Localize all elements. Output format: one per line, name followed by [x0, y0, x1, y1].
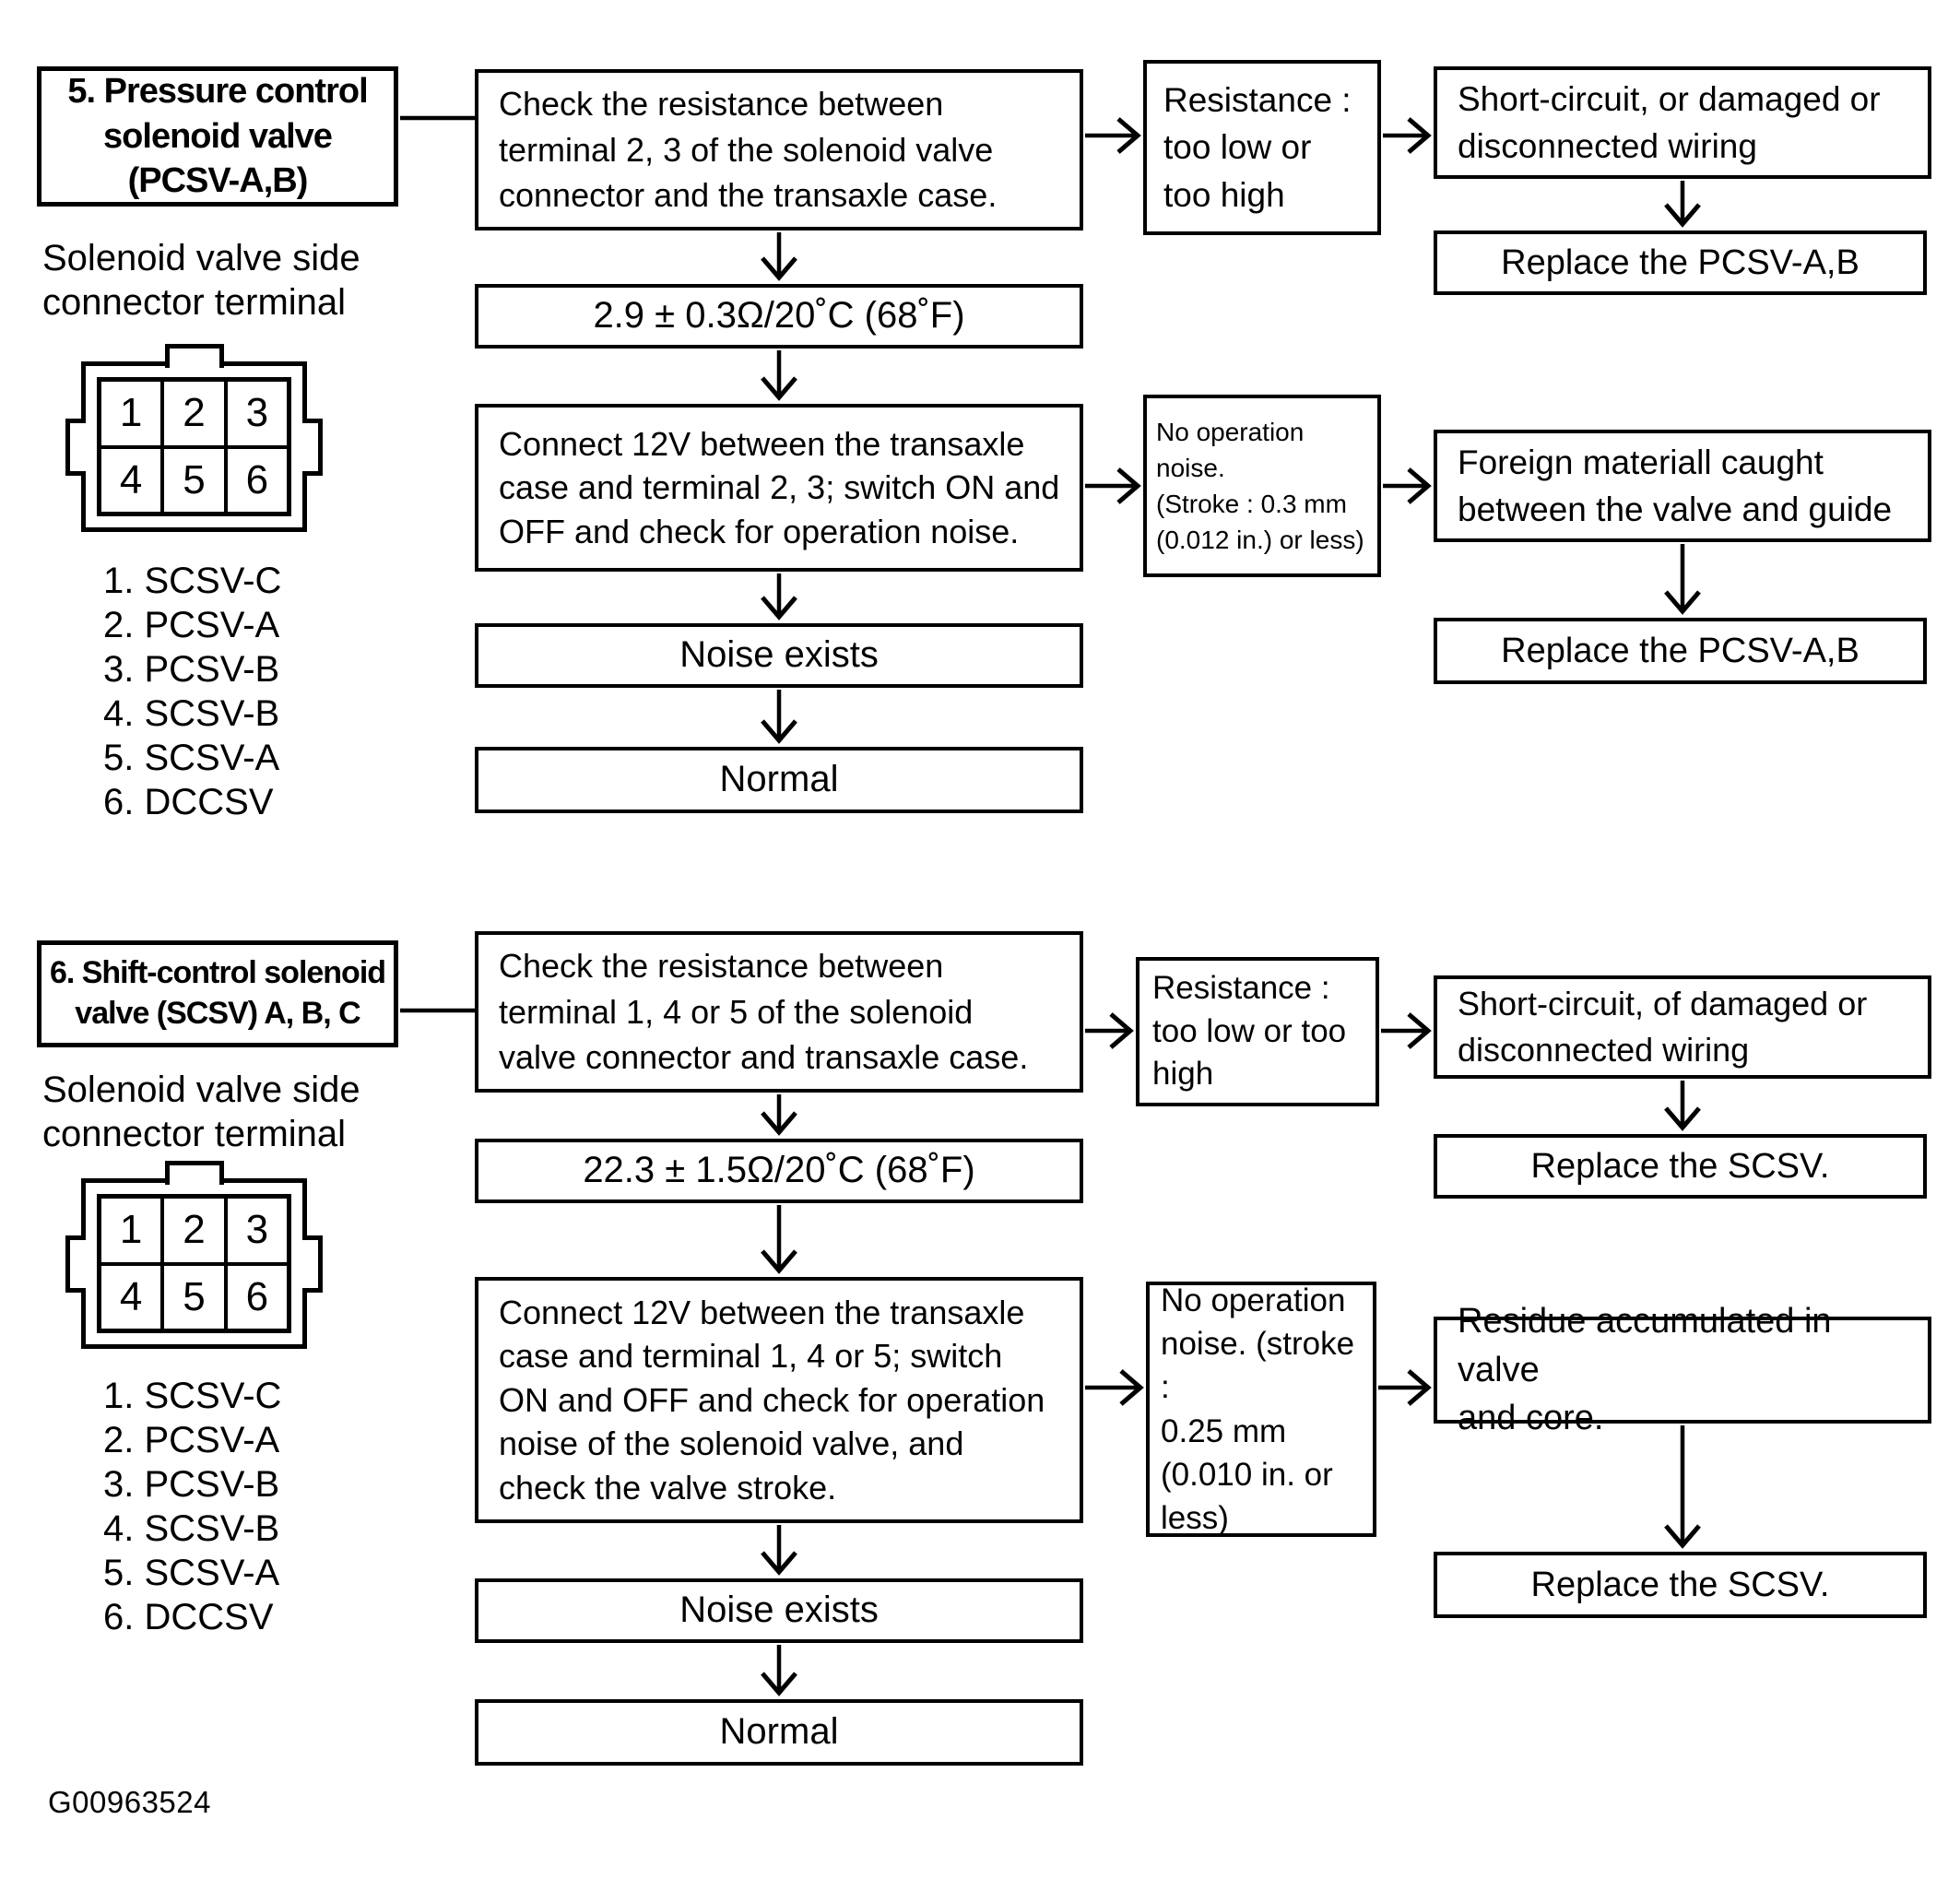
section-6-resistance-spec-box: 22.3 ± 1.5Ω/20˚C (68˚F) — [475, 1139, 1083, 1203]
connector-pin-cell-3: 3 — [225, 1197, 289, 1264]
pin-legend-item: 5. SCSV-A — [103, 1553, 280, 1593]
connector-pin-grid: 1 2 3 4 5 6 — [97, 377, 291, 516]
connector-pin-cell-2: 2 — [162, 380, 226, 447]
section-5-wiring-fault-box: Short-circuit, or damaged or disconnecte… — [1434, 66, 1931, 179]
connector-right-tab — [302, 418, 323, 476]
connector-pin-cell-2: 2 — [162, 1197, 226, 1264]
figure-code: G00963524 — [48, 1785, 211, 1819]
section-5-replace-mechanical-box: Replace the PCSV-A,B — [1434, 618, 1927, 684]
section-5-no-operation-noise-box: No operation noise. (Stroke : 0.3 mm (0.… — [1143, 395, 1381, 577]
connector-pin-cell-4: 4 — [100, 446, 163, 514]
section-6-connect-12v-box: Connect 12V between the transaxle case a… — [475, 1277, 1083, 1523]
section-6-replace-mechanical-box: Replace the SCSV. — [1434, 1552, 1927, 1618]
section-6-mechanical-fault-box: Residue accumulated in valve and core. — [1434, 1302, 1931, 1437]
section-5-replace-wiring-box: Replace the PCSV-A,B — [1434, 230, 1927, 295]
pin-legend-item: 2. PCSV-A — [103, 605, 280, 645]
section-5-connector-diagram: 1 2 3 4 5 6 — [65, 344, 323, 532]
section-6-noise-exists-box: Noise exists — [475, 1578, 1083, 1643]
section-6-resistance-abnormal-box: Resistance : too low or too high — [1136, 957, 1379, 1106]
connector-pin-cell-5: 5 — [162, 1263, 226, 1330]
section-5-mechanical-fault-box: Foreign materiall caught between the val… — [1434, 430, 1931, 542]
section-5-resistance-abnormal-box: Resistance : too low or too high — [1143, 60, 1381, 235]
section-5-resistance-spec-box: 2.9 ± 0.3Ω/20˚C (68˚F) — [475, 284, 1083, 349]
section-6-normal-box: Normal — [475, 1699, 1083, 1766]
pin-legend-item: 1. SCSV-C — [103, 1376, 282, 1416]
connector-pin-cell-1: 1 — [100, 1197, 163, 1264]
section-6-wiring-fault-box: Short-circuit, of damaged or disconnecte… — [1434, 975, 1931, 1079]
connector-right-tab — [302, 1235, 323, 1293]
connector-left-tab — [65, 418, 86, 476]
section-5-check-resistance-box: Check the resistance between terminal 2,… — [475, 69, 1083, 230]
connector-pin-cell-3: 3 — [225, 380, 289, 447]
section-5-pin-legend: 1. SCSV-C 2. PCSV-A 3. PCSV-B 4. SCSV-B … — [103, 559, 281, 824]
connector-pin-cell-4: 4 — [100, 1263, 163, 1330]
section-6-connector-diagram: 1 2 3 4 5 6 — [65, 1161, 323, 1349]
connector-pin-cell-5: 5 — [162, 446, 226, 514]
section-5-connector-caption: Solenoid valve side connector terminal — [42, 238, 360, 323]
section-5-normal-box: Normal — [475, 747, 1083, 813]
pin-legend-item: 3. PCSV-B — [103, 649, 280, 690]
section-6-pin-legend: 1. SCSV-C 2. PCSV-A 3. PCSV-B 4. SCSV-B … — [103, 1374, 281, 1639]
pin-legend-item: 1. SCSV-C — [103, 561, 282, 601]
pin-legend-item: 5. SCSV-A — [103, 738, 280, 778]
pin-legend-item: 6. DCCSV — [103, 1597, 274, 1637]
pin-legend-item: 6. DCCSV — [103, 782, 274, 822]
section-6-replace-wiring-box: Replace the SCSV. — [1434, 1134, 1927, 1199]
section-5-noise-exists-box: Noise exists — [475, 623, 1083, 688]
connector-pin-cell-6: 6 — [225, 446, 289, 514]
section-5-title-box: 5. Pressure control solenoid valve (PCSV… — [37, 66, 398, 207]
connector-pin-grid: 1 2 3 4 5 6 — [97, 1194, 291, 1333]
pin-legend-item: 3. PCSV-B — [103, 1464, 280, 1505]
pin-legend-item: 4. SCSV-B — [103, 693, 280, 734]
section-6-title-box: 6. Shift-control solenoid valve (SCSV) A… — [37, 940, 398, 1047]
connector-top-tab — [164, 1161, 224, 1185]
connector-top-tab — [164, 344, 224, 368]
connector-pin-cell-1: 1 — [100, 380, 163, 447]
connector-left-tab — [65, 1235, 86, 1293]
pin-legend-item: 4. SCSV-B — [103, 1508, 280, 1549]
connector-pin-cell-6: 6 — [225, 1263, 289, 1330]
section-6-connector-caption: Solenoid valve side connector terminal — [42, 1069, 360, 1154]
section-6-check-resistance-box: Check the resistance between terminal 1,… — [475, 931, 1083, 1093]
section-5-connect-12v-box: Connect 12V between the transaxle case a… — [475, 404, 1083, 572]
pin-legend-item: 2. PCSV-A — [103, 1420, 280, 1460]
section-6-no-operation-noise-box: No operation noise. (stroke : 0.25 mm (0… — [1146, 1282, 1376, 1537]
